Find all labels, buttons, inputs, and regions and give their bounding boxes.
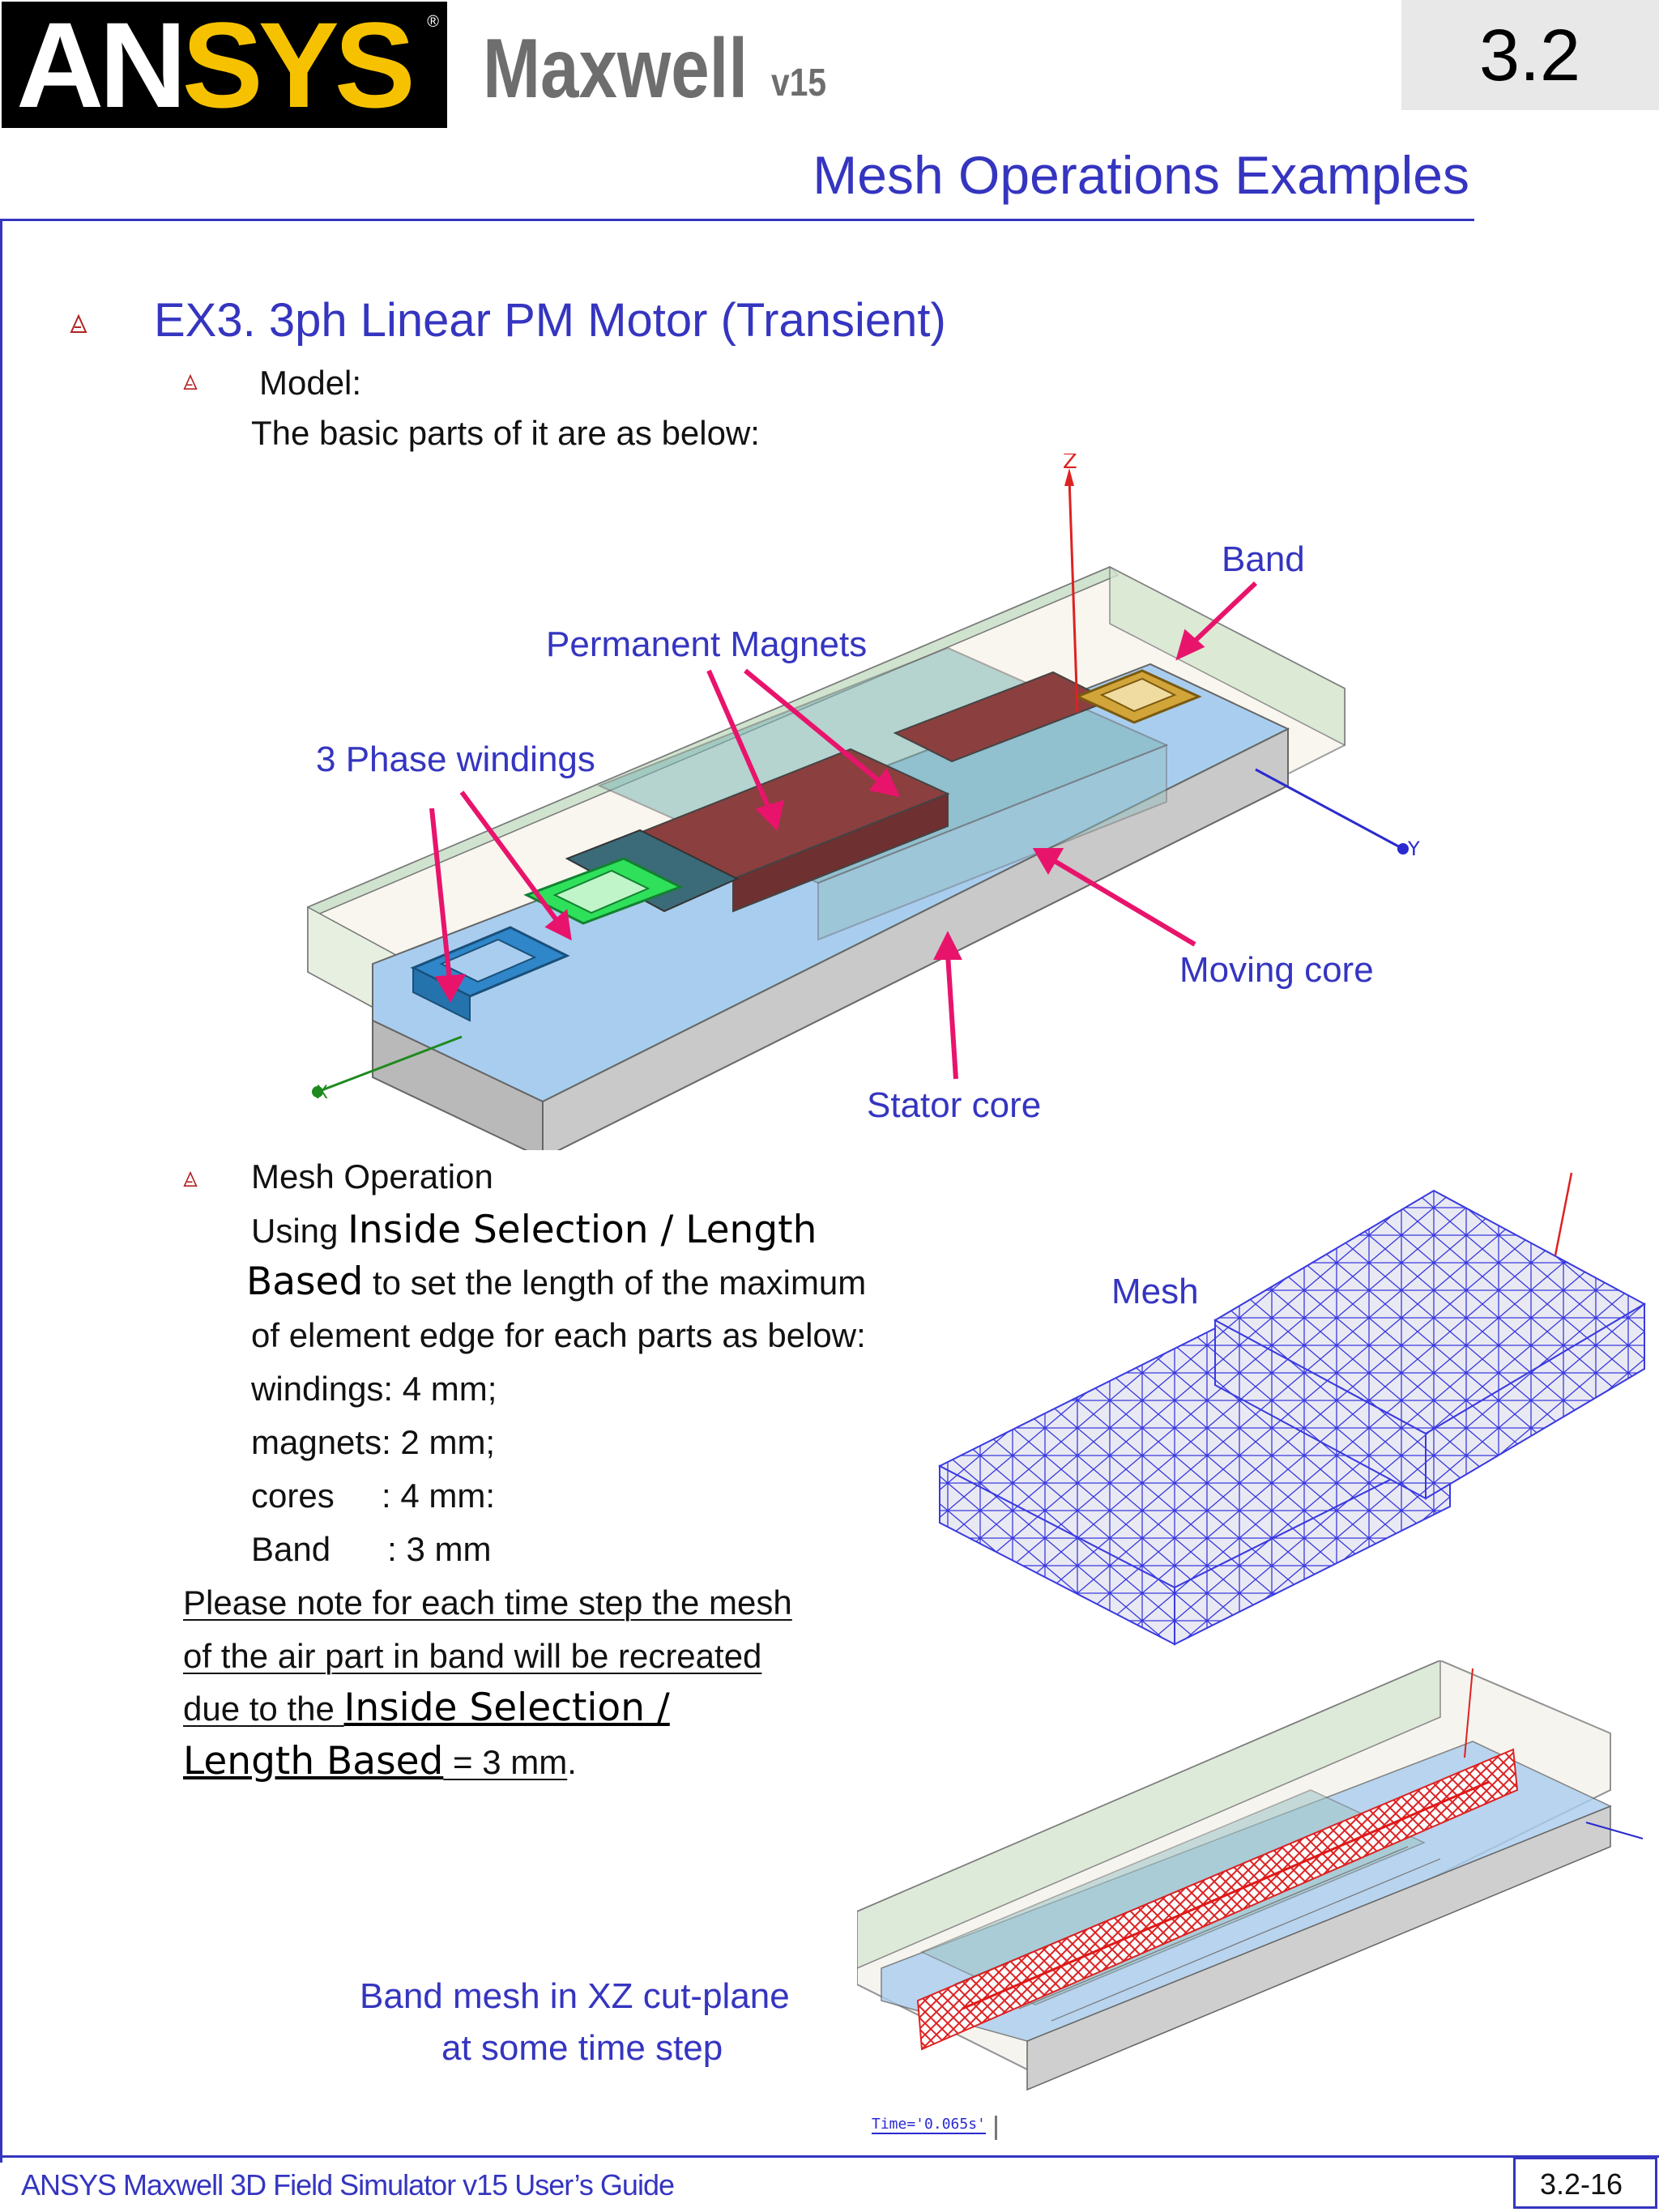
- label-stator-core: Stator core: [867, 1085, 1042, 1125]
- mesh-setting-band: Band : 3 mm: [251, 1530, 492, 1568]
- left-border: [0, 219, 2, 2163]
- winding-gold: [1074, 669, 1202, 724]
- mesh-line-1: Using Inside Selection / Length: [251, 1208, 817, 1252]
- label-mesh: Mesh: [1111, 1272, 1199, 1311]
- y-axis-label: Y: [1407, 837, 1420, 860]
- model-label: Model:: [259, 364, 362, 402]
- z-axis: [1068, 477, 1079, 714]
- mesh-figure: [937, 1172, 1647, 1646]
- y-axis: [1255, 768, 1404, 850]
- x-axis-label: X: [316, 1083, 328, 1103]
- note-line-2: of the air part in band will be recreate…: [183, 1637, 762, 1675]
- note-line-1: Please note for each time step the mesh: [183, 1583, 792, 1622]
- mesh-setting-magnets: magnets: 2 mm;: [251, 1423, 496, 1461]
- label-band: Band: [1222, 539, 1305, 579]
- model-description: The basic parts of it are as below:: [251, 414, 760, 452]
- bullet-icon: [70, 314, 87, 333]
- band-caption-line-1: Band mesh in XZ cut-plane: [360, 1976, 790, 2016]
- label-moving-core: Moving core: [1179, 950, 1374, 990]
- ansys-logo: ANSYS ®: [2, 2, 447, 128]
- band-cut-plane-figure: [857, 1660, 1644, 2091]
- note-line-4: Length Based = 3 mm.: [183, 1739, 577, 1784]
- z-axis-label: Z: [1063, 454, 1077, 474]
- time-readout: Time='0.065s': [872, 2116, 986, 2134]
- product-name: Maxwell: [483, 22, 748, 116]
- annotation-arrows: [429, 581, 1258, 1080]
- bullet-icon: [183, 374, 198, 390]
- footer-guide-title: ANSYS Maxwell 3D Field Simulator v15 Use…: [21, 2168, 675, 2201]
- page-title: Mesh Operations Examples: [812, 145, 1469, 205]
- band-caption-line-2: at some time step: [441, 2028, 723, 2068]
- mesh-setting-cores: cores : 4 mm:: [251, 1477, 496, 1515]
- note-line-3: due to the Inside Selection /: [183, 1686, 670, 1730]
- mesh-line-3: of element edge for each parts as below:: [251, 1316, 866, 1354]
- time-cursor: [995, 2116, 997, 2140]
- bullet-icon: [183, 1171, 198, 1187]
- footer-divider: [0, 2155, 1659, 2158]
- product-version: v15: [771, 62, 827, 104]
- motor-model-figure: Z Y X: [306, 454, 1420, 1150]
- example-title: EX3. 3ph Linear PM Motor (Transient): [154, 294, 946, 347]
- mesh-line-2: Based to set the length of the maximum: [246, 1259, 867, 1304]
- mesh-operation-label: Mesh Operation: [251, 1157, 493, 1196]
- page-number-box: 3.2-16: [1513, 2157, 1657, 2209]
- x-axis: [317, 1035, 463, 1093]
- title-divider: [0, 219, 1474, 221]
- label-permanent-magnets: Permanent Magnets: [546, 624, 868, 664]
- label-3-phase-windings: 3 Phase windings: [316, 739, 595, 779]
- mesh-setting-windings: windings: 4 mm;: [251, 1370, 497, 1408]
- chapter-badge: 3.2: [1401, 0, 1659, 110]
